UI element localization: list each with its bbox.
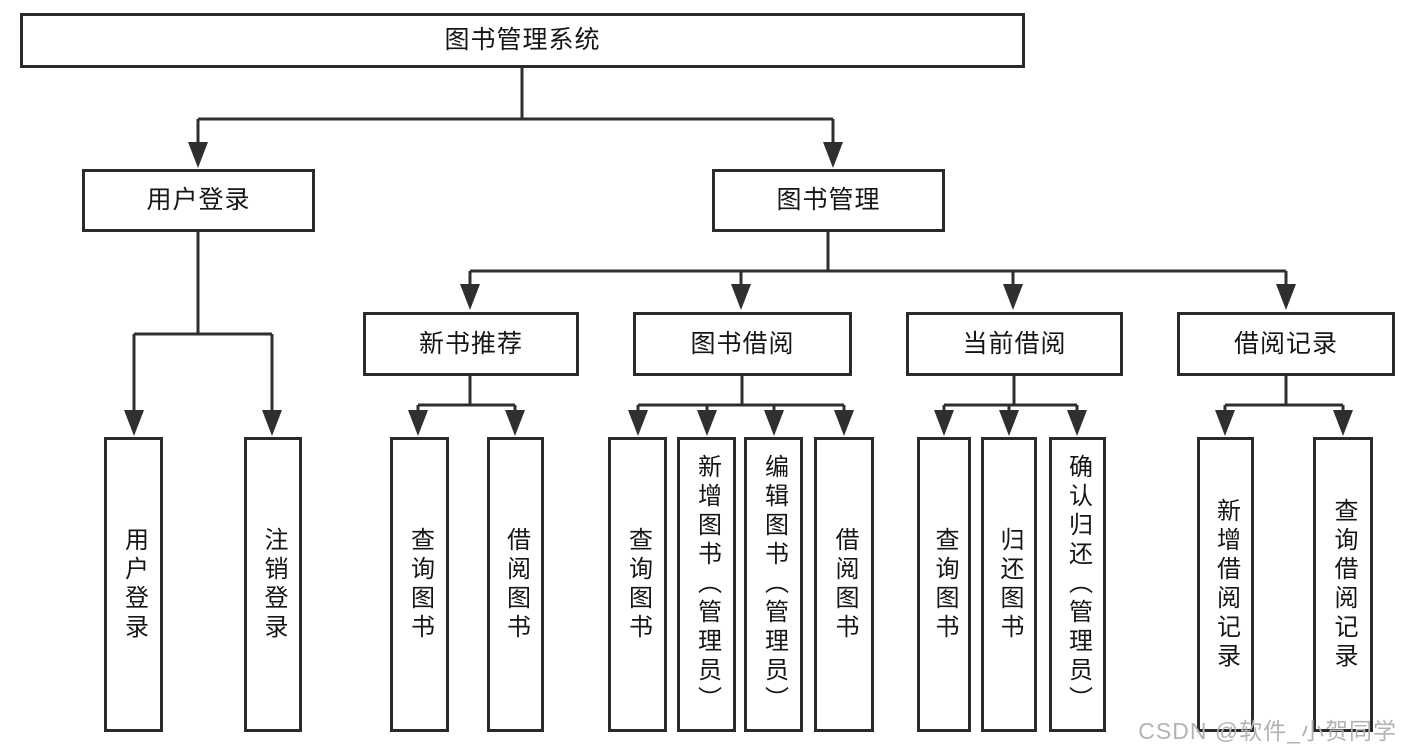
connector-line xyxy=(636,375,846,411)
connector-line xyxy=(132,232,274,410)
node-book-mgmt: 图书管理 xyxy=(712,169,945,232)
node-root-library-system: 图书管理系统 xyxy=(20,13,1025,68)
node-leaf-query-books-3: 查询图书 xyxy=(917,437,971,732)
connector-book-mgmt-to-level3 xyxy=(460,232,1296,310)
node-current-borrow: 当前借阅 xyxy=(906,312,1123,376)
node-leaf-query-books-2: 查询图书 xyxy=(608,437,667,732)
connector-root-to-level2 xyxy=(188,68,843,168)
arrowhead-icon xyxy=(628,410,648,436)
connector-user-login-to-children xyxy=(124,232,282,436)
arrowhead-icon xyxy=(408,410,428,436)
connector-borrow-records-to-children xyxy=(1215,375,1353,436)
connector-line xyxy=(942,375,1079,411)
node-leaf-confirm-return-admin: 确认归还（管理员） xyxy=(1049,437,1106,732)
arrowhead-icon xyxy=(1333,410,1353,436)
connector-line xyxy=(468,232,1288,284)
connector-book-borrow-to-children xyxy=(628,375,854,436)
connector-line xyxy=(1223,375,1345,411)
node-leaf-add-borrow-record: 新增借阅记录 xyxy=(1197,437,1254,732)
arrowhead-icon xyxy=(1215,410,1235,436)
arrowhead-icon xyxy=(1003,284,1023,310)
arrowhead-icon xyxy=(834,410,854,436)
node-borrow-records: 借阅记录 xyxy=(1177,312,1395,376)
node-leaf-return-books: 归还图书 xyxy=(981,437,1037,732)
node-leaf-edit-books-admin: 编辑图书（管理员） xyxy=(744,437,803,732)
node-leaf-query-books-1: 查询图书 xyxy=(390,437,449,732)
arrowhead-icon xyxy=(764,410,784,436)
node-leaf-user-login: 用户登录 xyxy=(104,437,163,732)
arrowhead-icon xyxy=(262,410,282,436)
node-leaf-query-borrow-record: 查询借阅记录 xyxy=(1313,437,1373,732)
arrowhead-icon xyxy=(124,410,144,436)
node-leaf-add-books-admin: 新增图书（管理员） xyxy=(677,437,736,732)
arrowhead-icon xyxy=(697,410,717,436)
node-leaf-borrow-books-1: 借阅图书 xyxy=(487,437,544,732)
connector-new-books-to-children xyxy=(408,375,525,436)
node-book-borrow: 图书借阅 xyxy=(633,312,852,376)
connector-line xyxy=(196,68,835,144)
arrowhead-icon xyxy=(823,142,843,168)
arrowhead-icon xyxy=(1067,410,1087,436)
node-new-books: 新书推荐 xyxy=(363,312,579,376)
arrowhead-icon xyxy=(999,410,1019,436)
connector-line xyxy=(416,375,517,411)
arrowhead-icon xyxy=(505,410,525,436)
node-user-login: 用户登录 xyxy=(82,169,315,232)
arrowhead-icon xyxy=(934,410,954,436)
arrowhead-icon xyxy=(1276,284,1296,310)
arrowhead-icon xyxy=(188,142,208,168)
arrowhead-icon xyxy=(731,284,751,310)
connector-current-borrow-to-children xyxy=(934,375,1087,436)
csdn-watermark: CSDN @软件_小贺同学 xyxy=(1138,718,1397,744)
node-leaf-borrow-books-2: 借阅图书 xyxy=(814,437,874,732)
node-leaf-logout: 注销登录 xyxy=(244,437,302,732)
arrowhead-icon xyxy=(460,284,480,310)
